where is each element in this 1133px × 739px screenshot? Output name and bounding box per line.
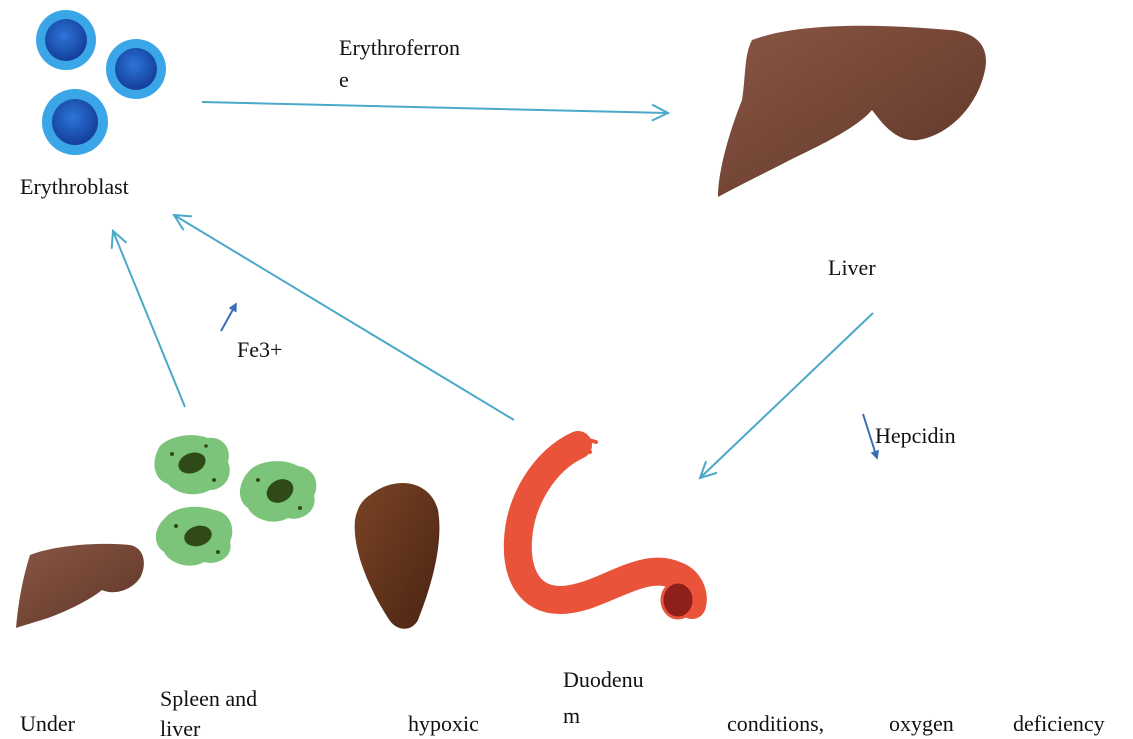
caption-word: Under	[20, 712, 75, 736]
duodenum-label-continued: m	[563, 704, 580, 728]
erythroferrone-arrow	[202, 102, 668, 113]
caption-word: oxygen	[889, 712, 954, 736]
erythroblast-cells-icon	[36, 10, 166, 155]
erythroblast-label: Erythroblast	[20, 175, 129, 199]
spleen-icon	[355, 483, 440, 629]
caption-word: hypoxic	[408, 712, 479, 736]
erythroferrone-label-continued: e	[339, 68, 349, 92]
duodenum-icon	[518, 436, 694, 618]
duodenum-label: Duodenu	[563, 668, 644, 692]
fe3-label: Fe3+	[237, 338, 282, 362]
macrophage-to-erythroblast-arrow	[113, 231, 185, 407]
erythroblast-cell	[42, 89, 108, 155]
liver-icon	[718, 26, 986, 197]
erythroblast-cell	[36, 10, 96, 70]
caption-word: deficiency	[1013, 712, 1105, 736]
small-liver-icon	[16, 544, 144, 628]
fe3-small-arrow	[221, 304, 236, 331]
hepcidin-label: Hepcidin	[875, 424, 956, 448]
duodenum-to-erythroblast-arrow	[174, 215, 514, 420]
macrophage-cell	[154, 435, 229, 494]
spleen-and-liver-label: Spleen and	[160, 687, 257, 711]
erythroferrone-label: Erythroferron	[339, 36, 460, 60]
macrophage-cell	[156, 507, 232, 566]
caption-word: conditions,	[727, 712, 824, 736]
macrophage-cells-icon	[154, 435, 316, 565]
erythroblast-cell	[106, 39, 166, 99]
liver-label: Liver	[828, 256, 876, 280]
spleen-and-liver-label-continued: liver	[160, 717, 200, 739]
macrophage-cell	[240, 461, 316, 522]
liver-to-duodenum-arrow	[700, 313, 873, 478]
